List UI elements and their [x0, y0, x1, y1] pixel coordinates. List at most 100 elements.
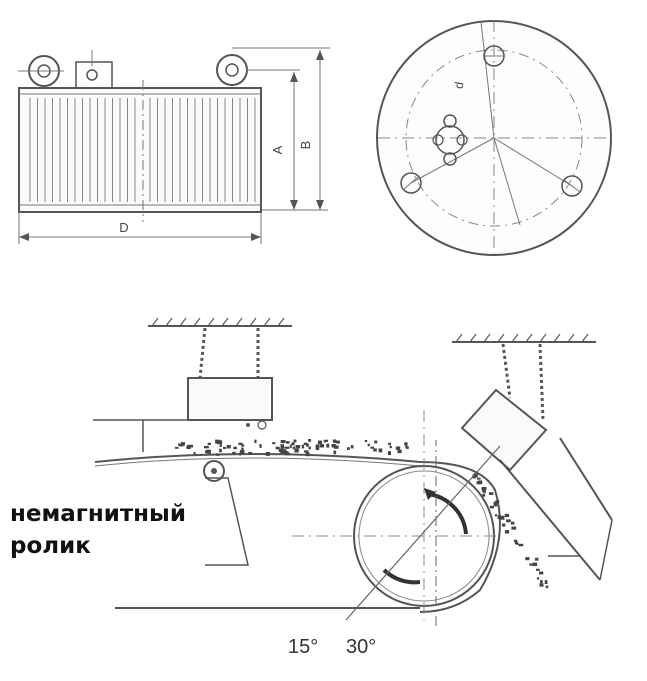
material-particle	[241, 447, 244, 451]
conveyor-belt-wrap	[419, 461, 501, 613]
material-particle	[333, 450, 337, 455]
material-particle	[333, 440, 338, 443]
material-particle	[280, 439, 286, 444]
hatch-mark	[151, 317, 159, 327]
material-particle	[215, 439, 220, 444]
material-particle	[494, 502, 498, 507]
top-mounting-boss	[483, 45, 505, 67]
material-particle	[331, 443, 336, 448]
right-mounting-boss	[561, 175, 583, 197]
material-particle	[502, 523, 506, 527]
material-particle	[529, 563, 534, 566]
material-particle	[397, 449, 402, 454]
material-particle	[545, 585, 549, 589]
central-junction	[432, 114, 468, 166]
angle-label-30: 30°	[346, 636, 376, 658]
material-particle	[539, 571, 544, 575]
material-particle	[180, 442, 185, 446]
material-particle	[226, 444, 231, 449]
material-particle	[515, 542, 519, 545]
material-particle	[317, 440, 322, 444]
hatch-mark	[179, 317, 187, 327]
angle-line-15	[345, 445, 501, 621]
material-particle	[494, 514, 498, 517]
material-particle	[477, 480, 483, 485]
material-particle	[316, 444, 320, 448]
material-particle	[239, 450, 245, 455]
material-particle	[215, 453, 220, 456]
material-particle	[481, 488, 484, 492]
left-mounting-boss	[400, 172, 422, 194]
hatch-mark	[469, 333, 477, 343]
dim-d-label: D	[119, 220, 128, 235]
material-particle	[504, 513, 510, 518]
material-particle	[238, 442, 243, 445]
dim-d-small-label: d	[452, 81, 467, 90]
dimension-b: B	[298, 50, 328, 211]
conveyor-belt-top	[94, 453, 421, 463]
material-particle	[350, 445, 354, 449]
material-particle	[190, 444, 194, 448]
material-particle	[510, 521, 515, 525]
material-particle	[536, 577, 540, 580]
material-particle	[518, 543, 524, 547]
material-particle	[476, 477, 481, 480]
material-particle	[323, 439, 326, 443]
material-particle	[207, 442, 211, 445]
material-particle	[303, 450, 309, 453]
overbelt-magnet-inclined	[460, 388, 548, 472]
material-particle	[285, 452, 290, 456]
hatch-mark	[193, 317, 201, 327]
material-particle	[291, 442, 295, 446]
hatch-mark	[525, 333, 533, 343]
material-particle	[511, 526, 517, 530]
right-lifting-eye	[216, 47, 330, 86]
material-particle	[280, 450, 284, 454]
material-particle	[404, 442, 408, 446]
material-particle	[193, 452, 196, 455]
hatch-mark	[483, 333, 491, 343]
material-particle	[506, 519, 511, 523]
hatch-mark	[263, 317, 271, 327]
material-particle	[223, 446, 226, 449]
dimension-d: D	[18, 212, 262, 244]
material-particle	[207, 449, 211, 454]
material-particle	[321, 443, 324, 447]
material-particle	[187, 444, 191, 449]
material-particle	[495, 500, 500, 504]
left-chain-1	[198, 327, 207, 379]
cooling-fins	[29, 98, 256, 202]
hatch-mark	[567, 333, 575, 343]
hatch-mark	[235, 317, 243, 327]
material-particle	[254, 439, 257, 444]
material-particle	[535, 568, 540, 571]
material-particle	[481, 487, 487, 490]
hatch-mark	[581, 333, 589, 343]
discharge-chute	[499, 437, 613, 581]
material-particle	[217, 440, 223, 445]
material-particle	[175, 446, 179, 449]
material-particle	[497, 515, 501, 518]
material-particle	[540, 580, 543, 584]
hatch-mark	[277, 317, 285, 327]
material-particle	[326, 443, 330, 448]
material-particle	[489, 492, 494, 495]
material-particle	[389, 445, 392, 449]
dim-b-label: B	[298, 141, 313, 150]
material-particle	[308, 446, 311, 450]
magnet-body	[18, 87, 262, 213]
round-view: d	[376, 20, 612, 256]
hatch-mark	[553, 333, 561, 343]
material-particle	[248, 451, 253, 455]
material-particle	[219, 443, 222, 448]
material-particle	[395, 446, 401, 450]
material-particle	[179, 444, 184, 447]
material-particle	[373, 448, 377, 452]
hatch-mark	[221, 317, 229, 327]
overbelt-magnet-horizontal	[187, 377, 273, 421]
material-particle	[295, 445, 301, 449]
material-particle	[315, 447, 320, 451]
dim-a-label: A	[270, 145, 285, 154]
material-particle	[532, 562, 538, 567]
hatch-mark	[455, 333, 463, 343]
